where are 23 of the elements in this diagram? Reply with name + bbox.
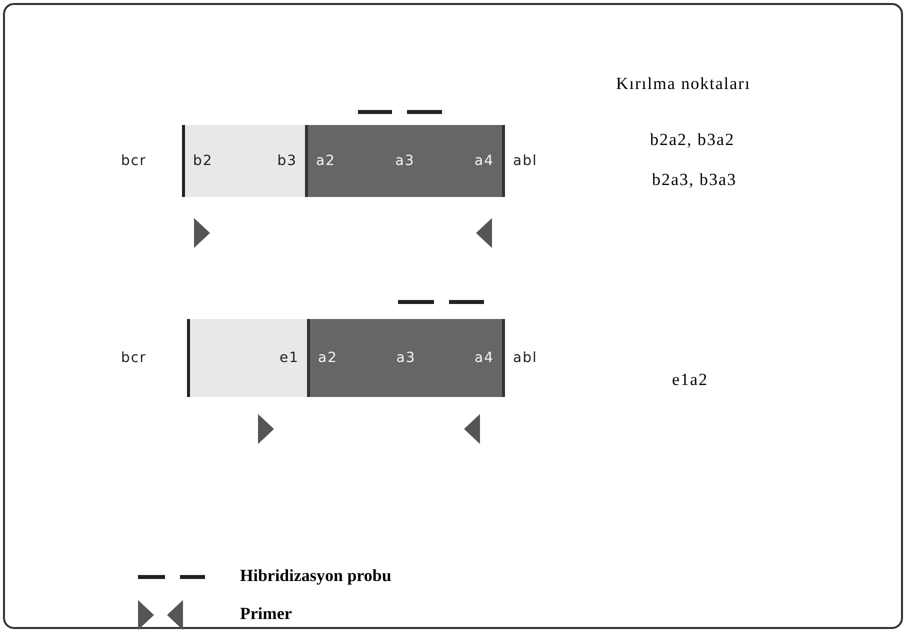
segment-label: bcr	[121, 350, 146, 366]
segment-label: b2	[193, 153, 213, 169]
exon-segment	[305, 125, 505, 197]
segment-label: e1	[279, 350, 299, 366]
segment-label: a3	[396, 350, 416, 366]
exon-segment	[187, 319, 307, 397]
exon-segment	[182, 125, 305, 197]
segment-label: a3	[395, 153, 415, 169]
segment-label: abl	[513, 153, 538, 169]
segment-label: a2	[318, 350, 338, 366]
legend-text: Hibridizasyon probu	[240, 566, 392, 586]
segment-label: a4	[474, 350, 494, 366]
segment-label: abl	[513, 350, 538, 366]
breakpoint-label: e1a2	[672, 370, 708, 390]
breakpoint-label: b2a2, b3a2	[650, 130, 735, 150]
segment-label: a4	[474, 153, 494, 169]
segment-label: b3	[277, 153, 297, 169]
heading-text: Kırılma noktaları	[616, 74, 751, 94]
exon-segment	[307, 319, 505, 397]
breakpoint-label: b2a3, b3a3	[652, 170, 737, 190]
legend-text: Primer	[240, 604, 292, 624]
segment-label: a2	[316, 153, 336, 169]
segment-label: bcr	[121, 153, 146, 169]
